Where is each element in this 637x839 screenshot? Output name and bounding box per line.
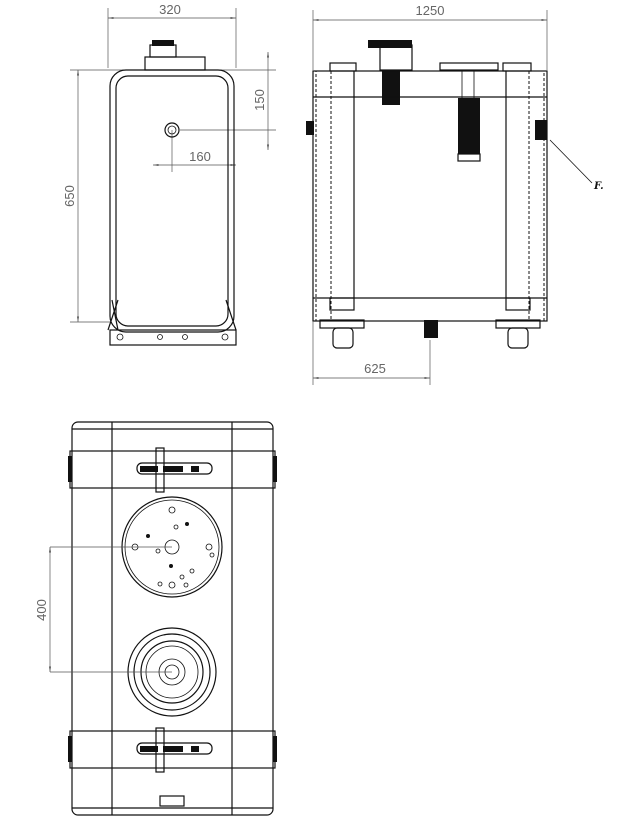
fitting-icon xyxy=(164,122,180,138)
callout-leader xyxy=(549,139,593,184)
spacing-dimension: 400 xyxy=(34,599,49,621)
fitting-offset-dimension: 160 xyxy=(189,149,211,164)
callout-label: F. xyxy=(593,181,604,192)
length-dimension: 1250 xyxy=(416,3,445,18)
top-view: 400 xyxy=(34,421,277,816)
level-sensor-icon xyxy=(458,98,480,154)
width-dimension: 320 xyxy=(159,2,181,17)
front-view: 1250 625 F. xyxy=(306,3,604,385)
filler-cap-icon xyxy=(144,40,206,71)
center-dimension: 625 xyxy=(364,361,386,376)
fitting-height-dimension: 150 xyxy=(252,89,267,111)
strap-band-top xyxy=(68,447,277,493)
strap-band-bottom xyxy=(68,727,277,773)
side-view: 320 650 150 160 xyxy=(62,2,276,346)
height-dimension: 650 xyxy=(62,185,77,207)
